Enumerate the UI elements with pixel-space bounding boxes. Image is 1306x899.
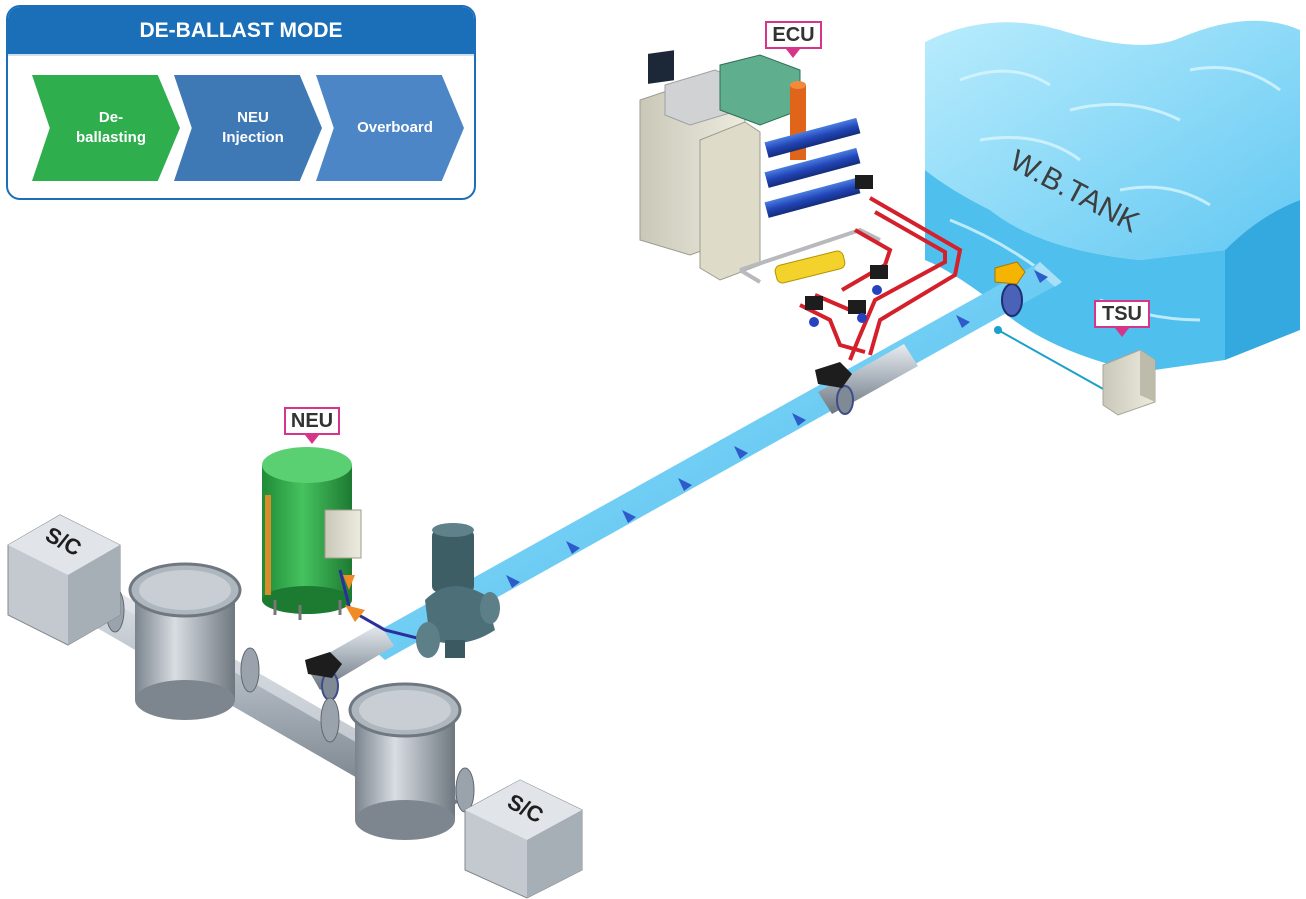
sea-chest-left: S/C (7, 514, 121, 646)
ballast-pump (416, 523, 500, 658)
sea-chest-right: S/C (464, 779, 583, 899)
strainer-right (348, 682, 462, 840)
neu-injection-line (338, 569, 426, 642)
flow-arrow (678, 478, 692, 491)
step-deballasting: De- ballasting (32, 75, 180, 181)
flow-arrow (956, 315, 970, 328)
mode-steps: De- ballasting NEU Injection Overboard (28, 75, 468, 181)
water-ballast-tank: W.B.TANK (925, 20, 1300, 372)
tank-front-face (925, 170, 1225, 372)
flow-arrow (734, 446, 748, 459)
ecu-unit (639, 50, 881, 284)
black-valve-upper (815, 362, 852, 388)
yellow-valve (994, 261, 1026, 285)
flow-arrow (1034, 270, 1048, 283)
flow-arrows (506, 270, 1048, 588)
neu-label: NEU (284, 407, 340, 435)
tsu-unit (994, 326, 1156, 416)
neu-unit (262, 447, 426, 642)
tsu-label-pointer (1115, 328, 1129, 337)
mode-divider (8, 54, 474, 56)
neu-label-pointer (305, 435, 319, 444)
step-overboard-label: Overboard (357, 119, 433, 136)
flow-arrow (622, 510, 636, 523)
flow-arrow (566, 541, 580, 554)
ecu-label: ECU (765, 21, 822, 49)
flow-arrow (792, 413, 806, 426)
step-neu-injection-label: NEU Injection (222, 109, 284, 146)
flow-arrow (506, 575, 520, 588)
tank-side-face (1225, 200, 1300, 360)
main-ballast-line (306, 262, 1062, 690)
line-valves (305, 261, 1026, 701)
step-neu-injection: NEU Injection (174, 75, 322, 181)
ecu-label-pointer (786, 49, 800, 58)
mode-title: DE-BALLAST MODE (8, 7, 474, 54)
strainer-left (128, 562, 242, 720)
tsu-label: TSU (1094, 300, 1150, 328)
sample-valves (805, 175, 888, 327)
tsu-cable (997, 329, 1106, 391)
mode-panel: DE-BALLAST MODE De- ballasting NEU Injec… (6, 5, 476, 200)
sea-chest-piping: S/C S/C (7, 514, 583, 899)
step-overboard: Overboard (316, 75, 464, 181)
step-deballasting-label: De- ballasting (75, 109, 146, 146)
ecu-frame (738, 227, 881, 284)
tank-top-face (925, 20, 1300, 261)
black-valve-lower (305, 652, 342, 678)
